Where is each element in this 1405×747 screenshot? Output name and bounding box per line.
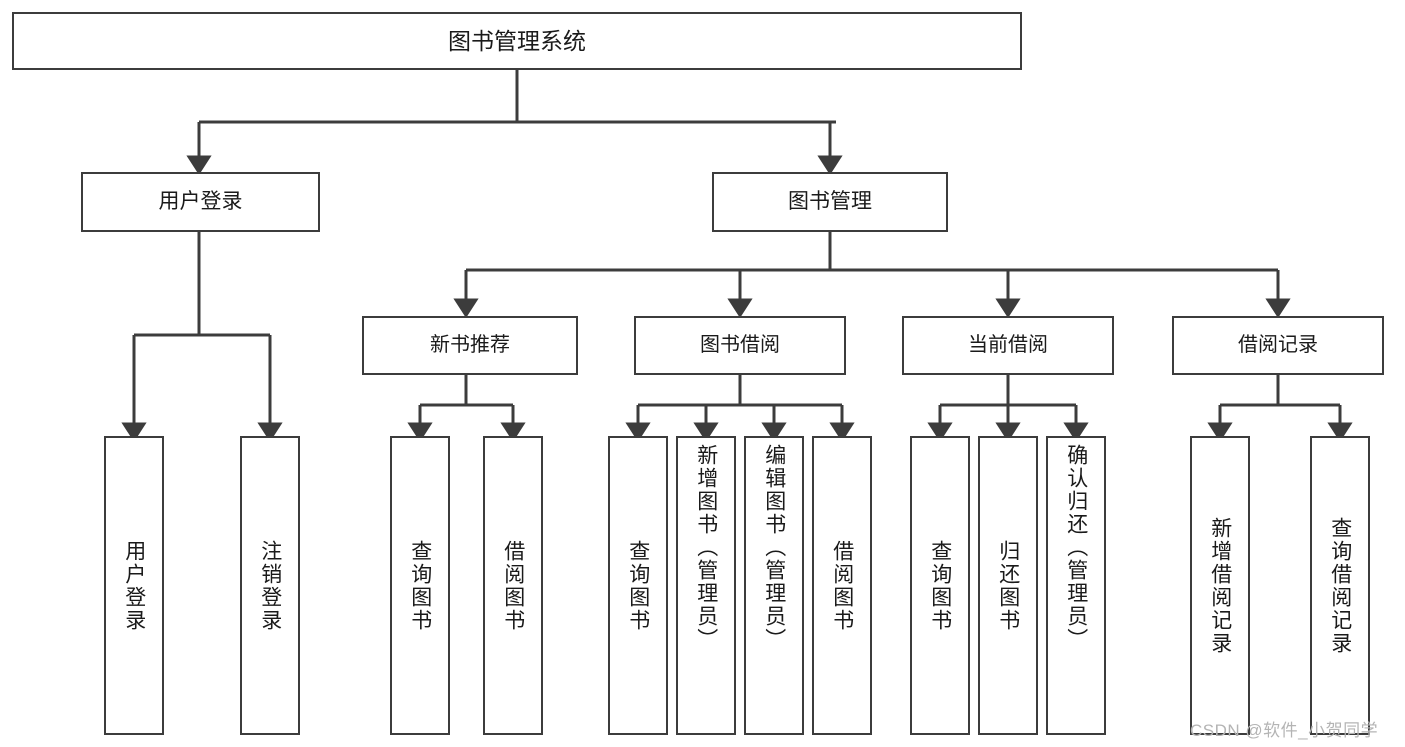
leaf-label: 新增借阅记录 [1208, 516, 1232, 655]
leaf-recommend-borrow-book[interactable]: 借阅图书 [483, 436, 543, 735]
leaf-recommend-query-book[interactable]: 查询图书 [390, 436, 450, 735]
leaf-current-return-book[interactable]: 归还图书 [978, 436, 1038, 735]
leaf-user-login-signin[interactable]: 用户登录 [104, 436, 164, 735]
leaf-borrow-add-book-admin[interactable]: 新增图书（管理员） [676, 436, 736, 735]
leaf-borrow-borrow-book[interactable]: 借阅图书 [812, 436, 872, 735]
leaf-record-query-record[interactable]: 查询借阅记录 [1310, 436, 1370, 735]
leaf-user-login-signout[interactable]: 注销登录 [240, 436, 300, 735]
node-borrow-record[interactable]: 借阅记录 [1172, 316, 1384, 375]
node-user-login[interactable]: 用户登录 [81, 172, 320, 232]
leaf-label: 注销登录 [258, 539, 282, 632]
leaf-label: 用户登录 [122, 539, 146, 632]
leaf-borrow-query-book[interactable]: 查询图书 [608, 436, 668, 735]
leaf-label: 借阅图书 [501, 539, 525, 632]
leaf-current-confirm-return-admin[interactable]: 确认归还（管理员） [1046, 436, 1106, 735]
leaf-record-add-record[interactable]: 新增借阅记录 [1190, 436, 1250, 735]
leaf-label: 查询图书 [626, 539, 650, 632]
leaf-label: 借阅图书 [830, 539, 854, 632]
node-root-system[interactable]: 图书管理系统 [12, 12, 1022, 70]
leaf-label: 编辑图书（管理员） [762, 444, 786, 651]
leaf-current-query-book[interactable]: 查询图书 [910, 436, 970, 735]
node-current-borrow[interactable]: 当前借阅 [902, 316, 1114, 375]
node-new-book-recommend[interactable]: 新书推荐 [362, 316, 578, 375]
leaf-label: 查询借阅记录 [1328, 516, 1352, 655]
watermark-text: CSDN @软件_小贺同学 [1190, 721, 1379, 740]
leaf-label: 查询图书 [408, 539, 432, 632]
leaf-label: 确认归还（管理员） [1064, 444, 1088, 651]
leaf-borrow-edit-book-admin[interactable]: 编辑图书（管理员） [744, 436, 804, 735]
leaf-label: 新增图书（管理员） [694, 444, 718, 651]
node-book-management[interactable]: 图书管理 [712, 172, 948, 232]
leaf-label: 查询图书 [928, 539, 952, 632]
node-book-borrow[interactable]: 图书借阅 [634, 316, 846, 375]
leaf-label: 归还图书 [996, 539, 1020, 632]
